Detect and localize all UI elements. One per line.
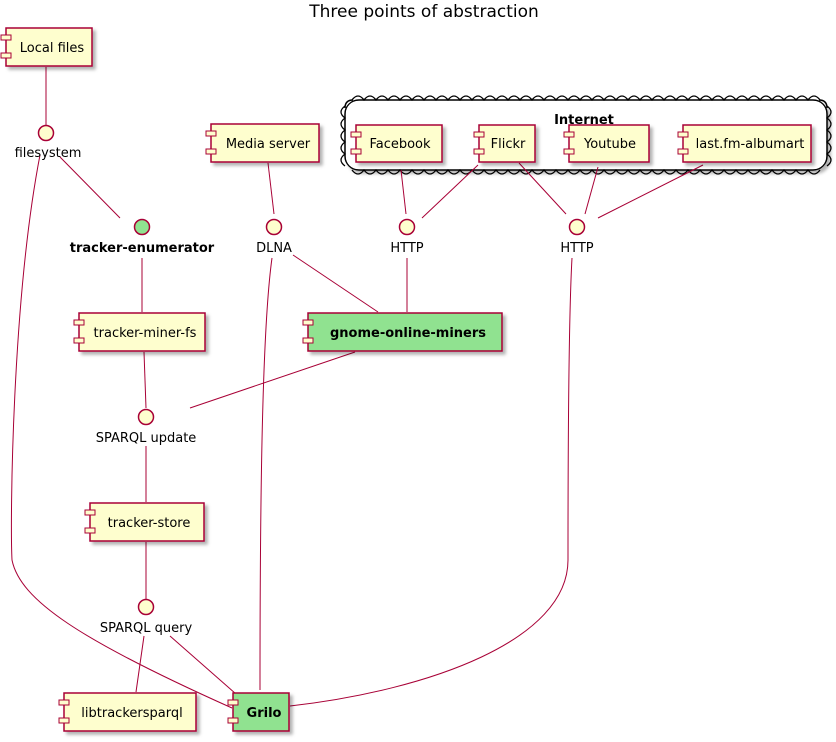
component-tracker-store[interactable]: tracker-store	[84, 502, 205, 542]
component-libtrackersparql[interactable]: libtrackersparql	[58, 692, 197, 732]
interface-label: SPARQL query	[100, 621, 193, 636]
component-label: Flickr	[491, 137, 526, 152]
interface-label: tracker-enumerator	[70, 241, 215, 256]
component-label: Facebook	[369, 137, 431, 152]
interface-label: HTTP	[390, 241, 423, 256]
component-label: libtrackersparql	[81, 706, 182, 721]
component-label: Local files	[20, 41, 85, 56]
interface-sparql-query[interactable]: SPARQL query	[100, 598, 193, 637]
interface-tracker-enumerator[interactable]: tracker-enumerator	[70, 218, 215, 257]
edges	[10, 67, 704, 709]
component-label: Youtube	[583, 137, 636, 152]
component-gnome-online-miners[interactable]: gnome-online-miners	[302, 312, 503, 352]
diagram-title: Three points of abstraction	[308, 2, 539, 22]
interface-label: HTTP	[560, 241, 593, 256]
interface-http-1[interactable]: HTTP	[390, 218, 424, 257]
component-tracker-miner-fs[interactable]: tracker-miner-fs	[73, 312, 206, 352]
interface-label: SPARQL update	[96, 431, 197, 446]
interface-http-2[interactable]: HTTP	[560, 218, 594, 257]
component-grilo[interactable]: Grilo	[227, 692, 290, 732]
component-label: Media server	[226, 137, 311, 152]
component-label: Grilo	[247, 706, 282, 721]
interface-label: DLNA	[256, 241, 292, 256]
component-flickr[interactable]: Flickr	[473, 124, 536, 163]
component-lastfm-albumart[interactable]: last.fm-albumart	[677, 124, 812, 163]
component-label: last.fm-albumart	[696, 137, 805, 152]
component-facebook[interactable]: Facebook	[350, 124, 443, 163]
component-youtube[interactable]: Youtube	[563, 124, 650, 163]
component-local-files[interactable]: Local files	[0, 27, 93, 67]
interface-label: filesystem	[15, 146, 82, 161]
component-label: tracker-store	[108, 516, 191, 531]
interface-dlna[interactable]: DLNA	[256, 218, 292, 257]
interface-filesystem[interactable]: filesystem	[15, 124, 82, 162]
interface-sparql-update[interactable]: SPARQL update	[96, 408, 197, 447]
component-label: gnome-online-miners	[330, 326, 486, 341]
component-media-server[interactable]: Media server	[205, 123, 320, 163]
component-label: tracker-miner-fs	[94, 326, 197, 341]
